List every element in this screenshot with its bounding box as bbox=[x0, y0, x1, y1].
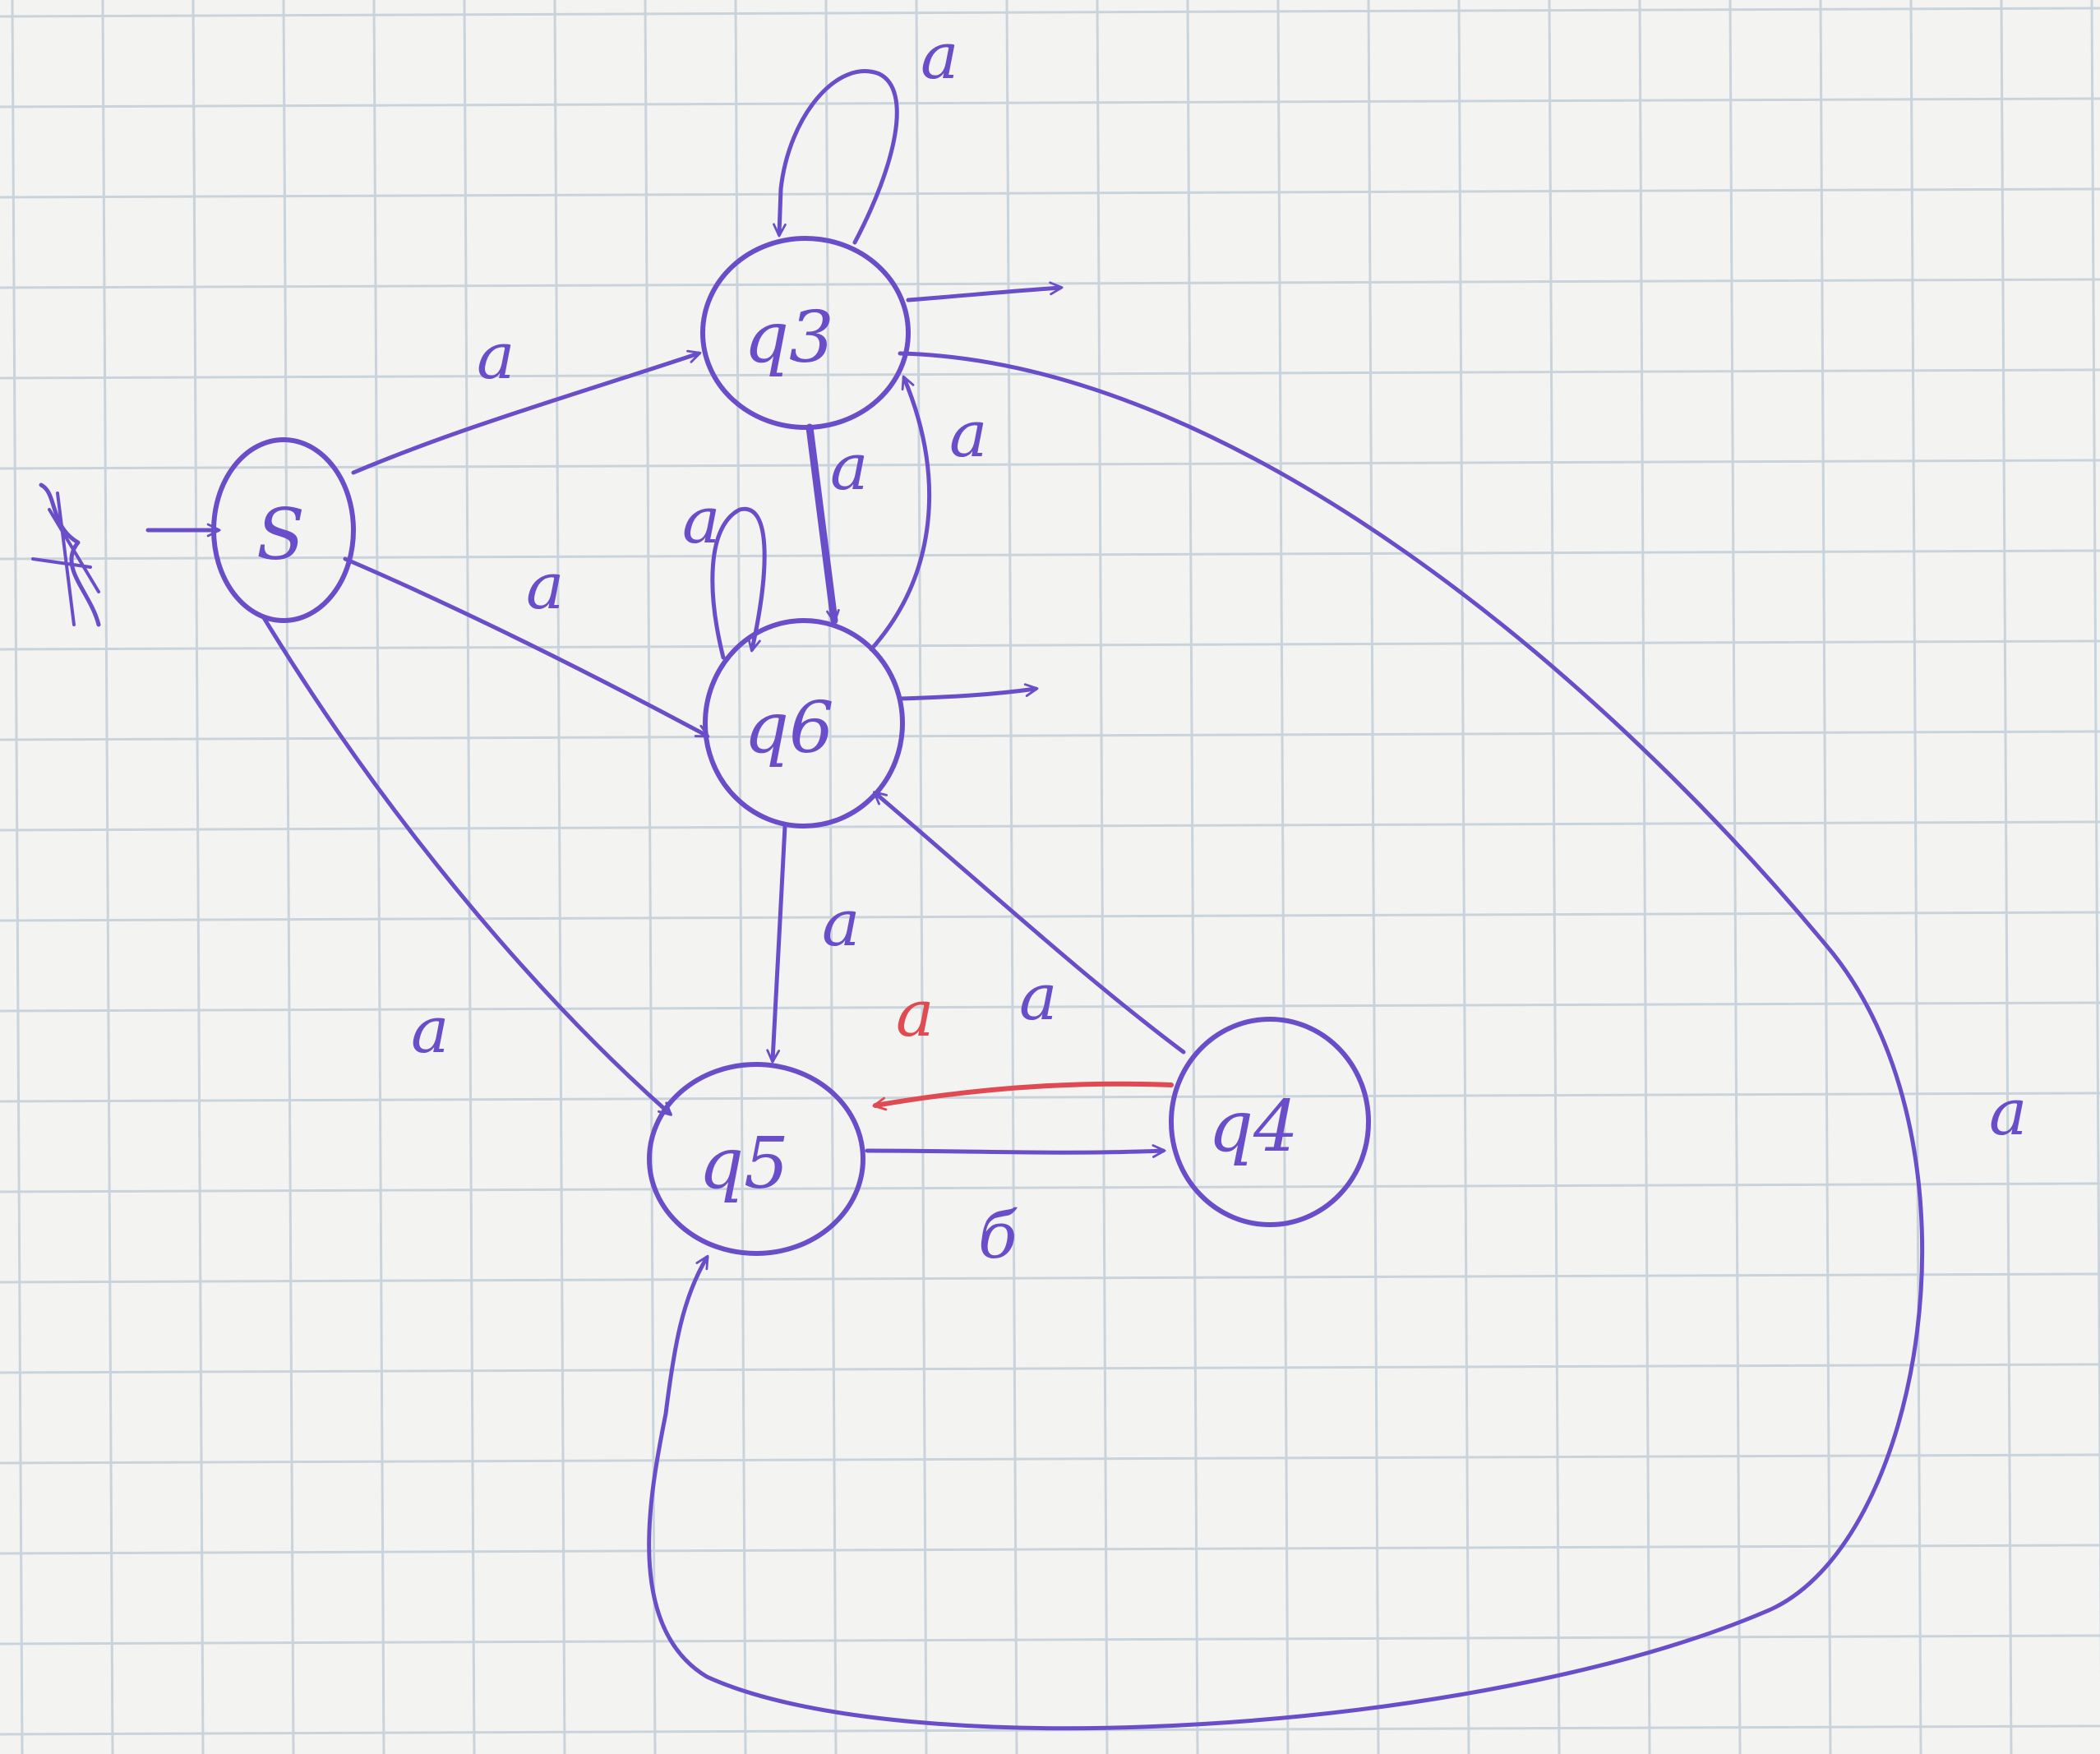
grid-line-vertical bbox=[2000, 0, 2013, 1754]
grid-line-vertical bbox=[915, 0, 928, 1754]
grid-line-vertical bbox=[463, 0, 476, 1754]
label-q6-loop: a bbox=[682, 484, 721, 558]
grid-line-horizontal bbox=[0, 549, 2100, 561]
state-q5: q5 bbox=[647, 1062, 865, 1256]
grid-line-vertical bbox=[1728, 0, 1742, 1754]
state-q4: q4 bbox=[1169, 1017, 1371, 1227]
grid-line-vertical bbox=[1457, 0, 1470, 1754]
state-q4-label: q4 bbox=[1208, 1086, 1299, 1168]
grid-line-horizontal bbox=[0, 1092, 2100, 1103]
state-q3: q3 bbox=[700, 236, 911, 430]
label-S-q3: a bbox=[477, 320, 515, 394]
state-q6: q6 bbox=[703, 618, 905, 829]
edge-S-q3 bbox=[351, 349, 702, 475]
grid-line-horizontal bbox=[0, 1634, 2100, 1646]
grid-line-vertical bbox=[1005, 0, 1018, 1754]
grid-line-horizontal bbox=[0, 1544, 2100, 1555]
label-q4-q5: a bbox=[896, 977, 935, 1051]
edge-q6-q5 bbox=[766, 824, 787, 1064]
state-q6-circle bbox=[703, 618, 905, 829]
state-S-label: S bbox=[256, 494, 305, 576]
grid-line-vertical bbox=[553, 0, 566, 1754]
edge-q4-q6 bbox=[873, 791, 1186, 1055]
label-q5-q4: б bbox=[978, 1199, 1018, 1273]
edge-S-q5 bbox=[261, 614, 672, 1116]
edge-q5-q4 bbox=[865, 1144, 1166, 1158]
grid-line-horizontal bbox=[0, 7, 2100, 18]
grid-line-vertical bbox=[11, 0, 24, 1754]
grid-line-horizontal bbox=[0, 639, 2100, 651]
grid-line-vertical bbox=[734, 0, 747, 1754]
state-q6-label: q6 bbox=[744, 687, 834, 769]
edge-S-q6 bbox=[343, 556, 710, 738]
state-q3-label: q3 bbox=[744, 297, 834, 379]
state-q5-label: q5 bbox=[699, 1123, 789, 1205]
grid-line-vertical bbox=[824, 0, 838, 1754]
label-q6-q5: a bbox=[822, 887, 861, 961]
edge-q6-q3 bbox=[869, 375, 932, 652]
grid-line-horizontal bbox=[0, 911, 2100, 922]
grid-line-horizontal bbox=[0, 1001, 2100, 1013]
edge-q3-q5 bbox=[647, 351, 1925, 1731]
edge-q3-loop bbox=[773, 69, 899, 245]
label-q6-q3: a bbox=[949, 398, 988, 472]
edge-q6-loop bbox=[710, 506, 767, 660]
edge-q3-q6 bbox=[805, 423, 840, 625]
grid-line-vertical bbox=[1186, 0, 1199, 1754]
grid-line-horizontal bbox=[0, 820, 2100, 832]
grid-line-vertical bbox=[1276, 0, 1290, 1754]
label-q3-q6: a bbox=[830, 431, 869, 505]
final-arrow-q6 bbox=[898, 683, 1039, 701]
label-q3-loop: a bbox=[921, 20, 959, 94]
state-q5-circle bbox=[647, 1062, 865, 1256]
grid-line-horizontal bbox=[0, 97, 2100, 108]
state-q4-circle bbox=[1169, 1017, 1371, 1227]
grid-line-vertical bbox=[2090, 0, 2100, 1682]
grid-line-vertical bbox=[282, 0, 295, 1754]
grid-line-horizontal bbox=[0, 1272, 2100, 1284]
grid-line-vertical bbox=[101, 0, 114, 1754]
grid-line-vertical bbox=[1096, 0, 1109, 1754]
grid-line-vertical bbox=[1367, 0, 1380, 1754]
grid-line-horizontal bbox=[0, 1182, 2100, 1193]
grid-line-horizontal bbox=[0, 459, 2100, 470]
grid-line-vertical bbox=[1909, 0, 1922, 1754]
state-q3-circle bbox=[700, 236, 911, 430]
grid-line-horizontal bbox=[0, 187, 2100, 199]
grid-line-vertical bbox=[1638, 0, 1651, 1754]
label-S-q6: a bbox=[526, 550, 565, 624]
start-arrow bbox=[31, 482, 221, 627]
grid-line-horizontal bbox=[0, 730, 2100, 741]
label-S-q5: a bbox=[411, 994, 450, 1068]
label-q3-q5: a bbox=[1989, 1076, 2028, 1150]
grid-line-vertical bbox=[372, 0, 385, 1754]
grid-line-vertical bbox=[1819, 0, 1832, 1754]
grid-line-horizontal bbox=[0, 1363, 2100, 1374]
grid-line-vertical bbox=[192, 0, 205, 1754]
edge-q4-q5 bbox=[872, 1081, 1174, 1111]
label-q4-q6: a bbox=[1019, 961, 1058, 1035]
grid-line-horizontal bbox=[0, 1453, 2100, 1465]
final-arrow-q3 bbox=[906, 281, 1064, 302]
grid-line-vertical bbox=[1548, 0, 1561, 1754]
